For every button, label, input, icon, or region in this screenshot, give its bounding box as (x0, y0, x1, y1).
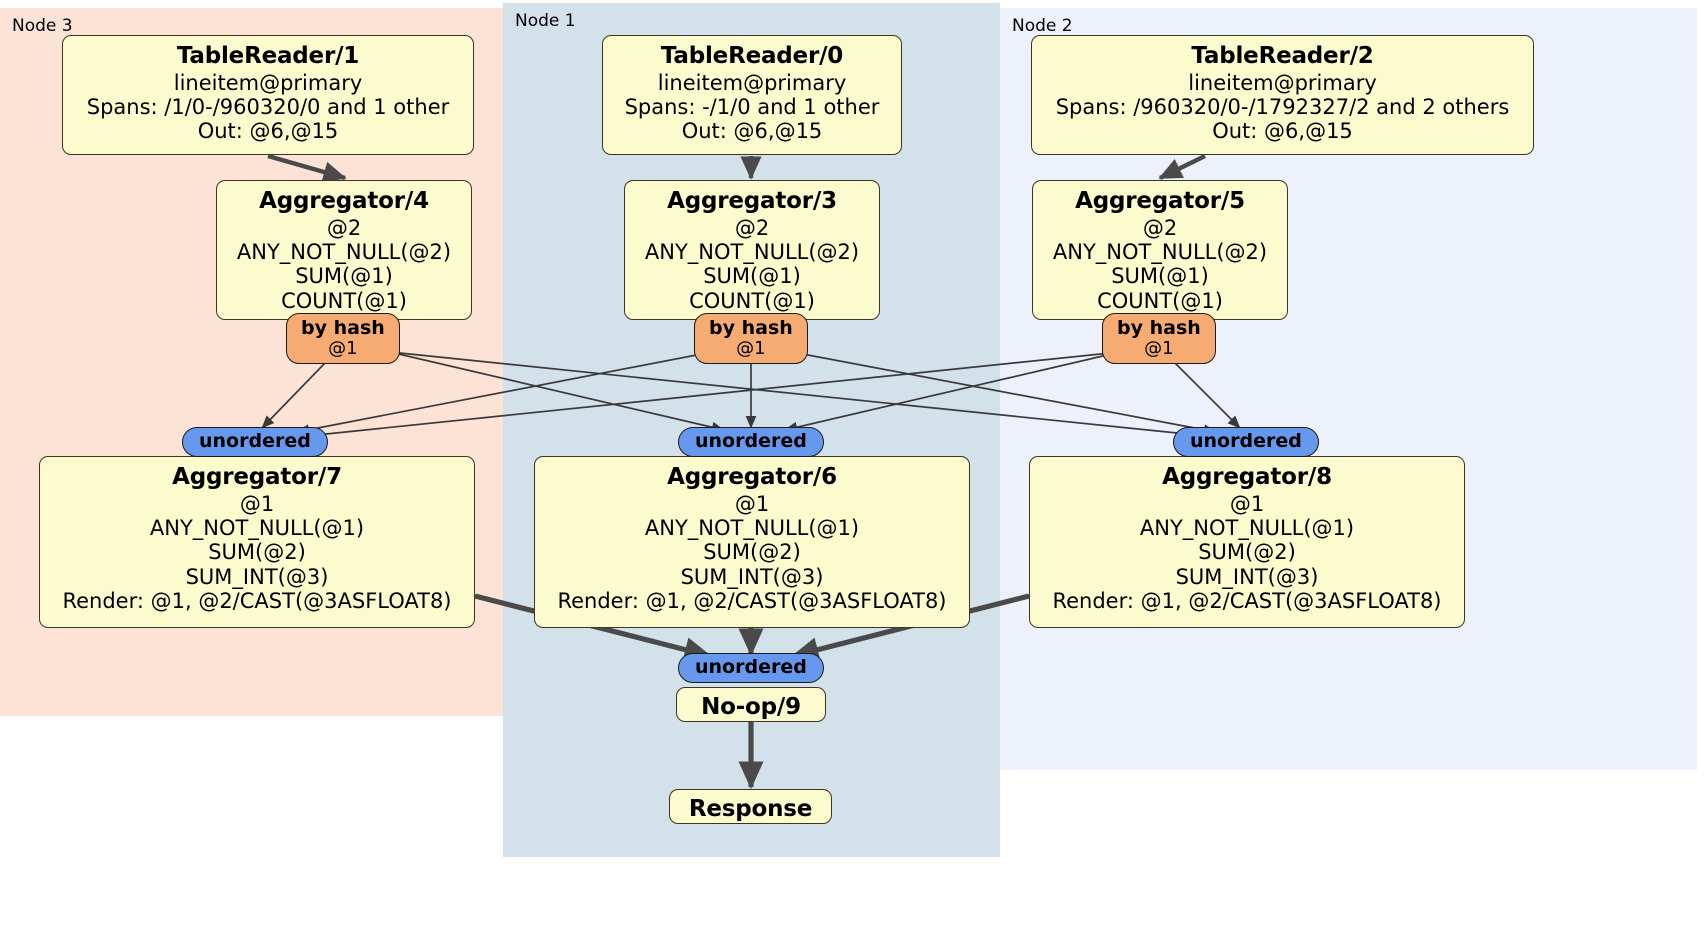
processor-title: TableReader/2 (1191, 43, 1374, 69)
processor-detail-line: SUM(@1) (1111, 264, 1209, 289)
badge-label-secondary: @1 (1144, 338, 1174, 360)
processor-detail-line: COUNT(@1) (1097, 288, 1223, 313)
processor-detail-line: SUM(@2) (1198, 540, 1296, 565)
processor-detail-line: Render: @1, @2/CAST(@3ASFLOAT8) (62, 589, 452, 614)
processor-detail-line: Spans: /960320/0-/1792327/2 and 2 others (1055, 95, 1510, 120)
processor-detail-line: Out: @6,@15 (681, 119, 823, 144)
badge-label-secondary: @1 (328, 338, 358, 360)
processor-detail-line: SUM_INT(@3) (1175, 564, 1319, 589)
processor-detail-line: Render: @1, @2/CAST(@3ASFLOAT8) (1052, 589, 1442, 614)
unordered-synchronizer-6[interactable]: unordered (678, 427, 824, 458)
processor-detail-line: Out: @6,@15 (1212, 119, 1353, 144)
processor-detail-line: @1 (734, 491, 770, 516)
badge-label-primary: unordered (199, 430, 311, 452)
processor-title: Response (688, 796, 813, 822)
processor-detail-line: COUNT(@1) (281, 288, 407, 313)
processor-detail-line: Spans: /1/0-/960320/0 and 1 other (86, 95, 450, 120)
processor-detail-line: @2 (326, 215, 362, 240)
processor-title: TableReader/1 (176, 43, 360, 69)
processor-title: TableReader/0 (660, 43, 844, 69)
processor-title: No-op/9 (701, 694, 801, 720)
badge-label-primary: by hash (301, 317, 385, 339)
processor-title: Aggregator/5 (1075, 188, 1245, 214)
processor-detail-line: lineitem@primary (1188, 70, 1377, 95)
processor-detail-line: COUNT(@1) (689, 288, 815, 313)
unordered-synchronizer-7[interactable]: unordered (182, 427, 328, 458)
processor-detail-line: ANY_NOT_NULL(@2) (1052, 240, 1268, 265)
unordered-synchronizer-9[interactable]: unordered (678, 653, 824, 684)
processor-detail-line: SUM_INT(@3) (680, 564, 824, 589)
badge-label-primary: by hash (1117, 317, 1201, 339)
processor-detail-line: ANY_NOT_NULL(@2) (236, 240, 452, 265)
by-hash-router-5[interactable]: by hash@1 (1102, 313, 1216, 365)
processor-title: Aggregator/6 (667, 464, 837, 490)
processor-detail-line: Out: @6,@15 (197, 119, 339, 144)
processor-detail-line: @2 (1142, 215, 1178, 240)
unordered-synchronizer-8[interactable]: unordered (1173, 427, 1319, 458)
processor-title: Aggregator/7 (172, 464, 342, 490)
badge-label-secondary: @1 (736, 338, 766, 360)
processor-title: Aggregator/3 (667, 188, 837, 214)
processor-detail-line: ANY_NOT_NULL(@2) (644, 240, 860, 265)
node-region-label-node2: Node 2 (1012, 16, 1073, 36)
processor-detail-line: SUM(@2) (208, 540, 306, 565)
processor-detail-line: SUM(@1) (703, 264, 801, 289)
badge-label-primary: by hash (709, 317, 793, 339)
processor-detail-line: ANY_NOT_NULL(@1) (149, 516, 365, 541)
badge-label-primary: unordered (695, 430, 807, 452)
processor-detail-line: ANY_NOT_NULL(@1) (1139, 516, 1355, 541)
processor-detail-line: ANY_NOT_NULL(@1) (644, 516, 860, 541)
processor-detail-line: lineitem@primary (657, 70, 847, 95)
node-region-label-node1: Node 1 (515, 11, 576, 31)
processor-detail-line: @2 (734, 215, 770, 240)
processor-detail-line: @1 (239, 491, 275, 516)
badge-label-primary: unordered (695, 656, 807, 678)
by-hash-router-4[interactable]: by hash@1 (286, 313, 400, 365)
processor-detail-line: SUM_INT(@3) (185, 564, 329, 589)
processor-detail-line: SUM(@2) (703, 540, 801, 565)
by-hash-router-3[interactable]: by hash@1 (694, 313, 808, 365)
processor-response[interactable]: Response (669, 789, 832, 824)
badge-label-primary: unordered (1190, 430, 1302, 452)
processor-no-op-9[interactable]: No-op/9 (676, 687, 826, 722)
processor-detail-line: Spans: -/1/0 and 1 other (624, 95, 880, 120)
node-region-label-node3: Node 3 (12, 16, 73, 36)
processor-detail-line: lineitem@primary (173, 70, 363, 95)
processor-detail-line: SUM(@1) (295, 264, 393, 289)
processor-title: Aggregator/8 (1162, 464, 1332, 490)
processor-title: Aggregator/4 (259, 188, 429, 214)
processor-detail-line: @1 (1229, 491, 1265, 516)
processor-detail-line: Render: @1, @2/CAST(@3ASFLOAT8) (557, 589, 947, 614)
